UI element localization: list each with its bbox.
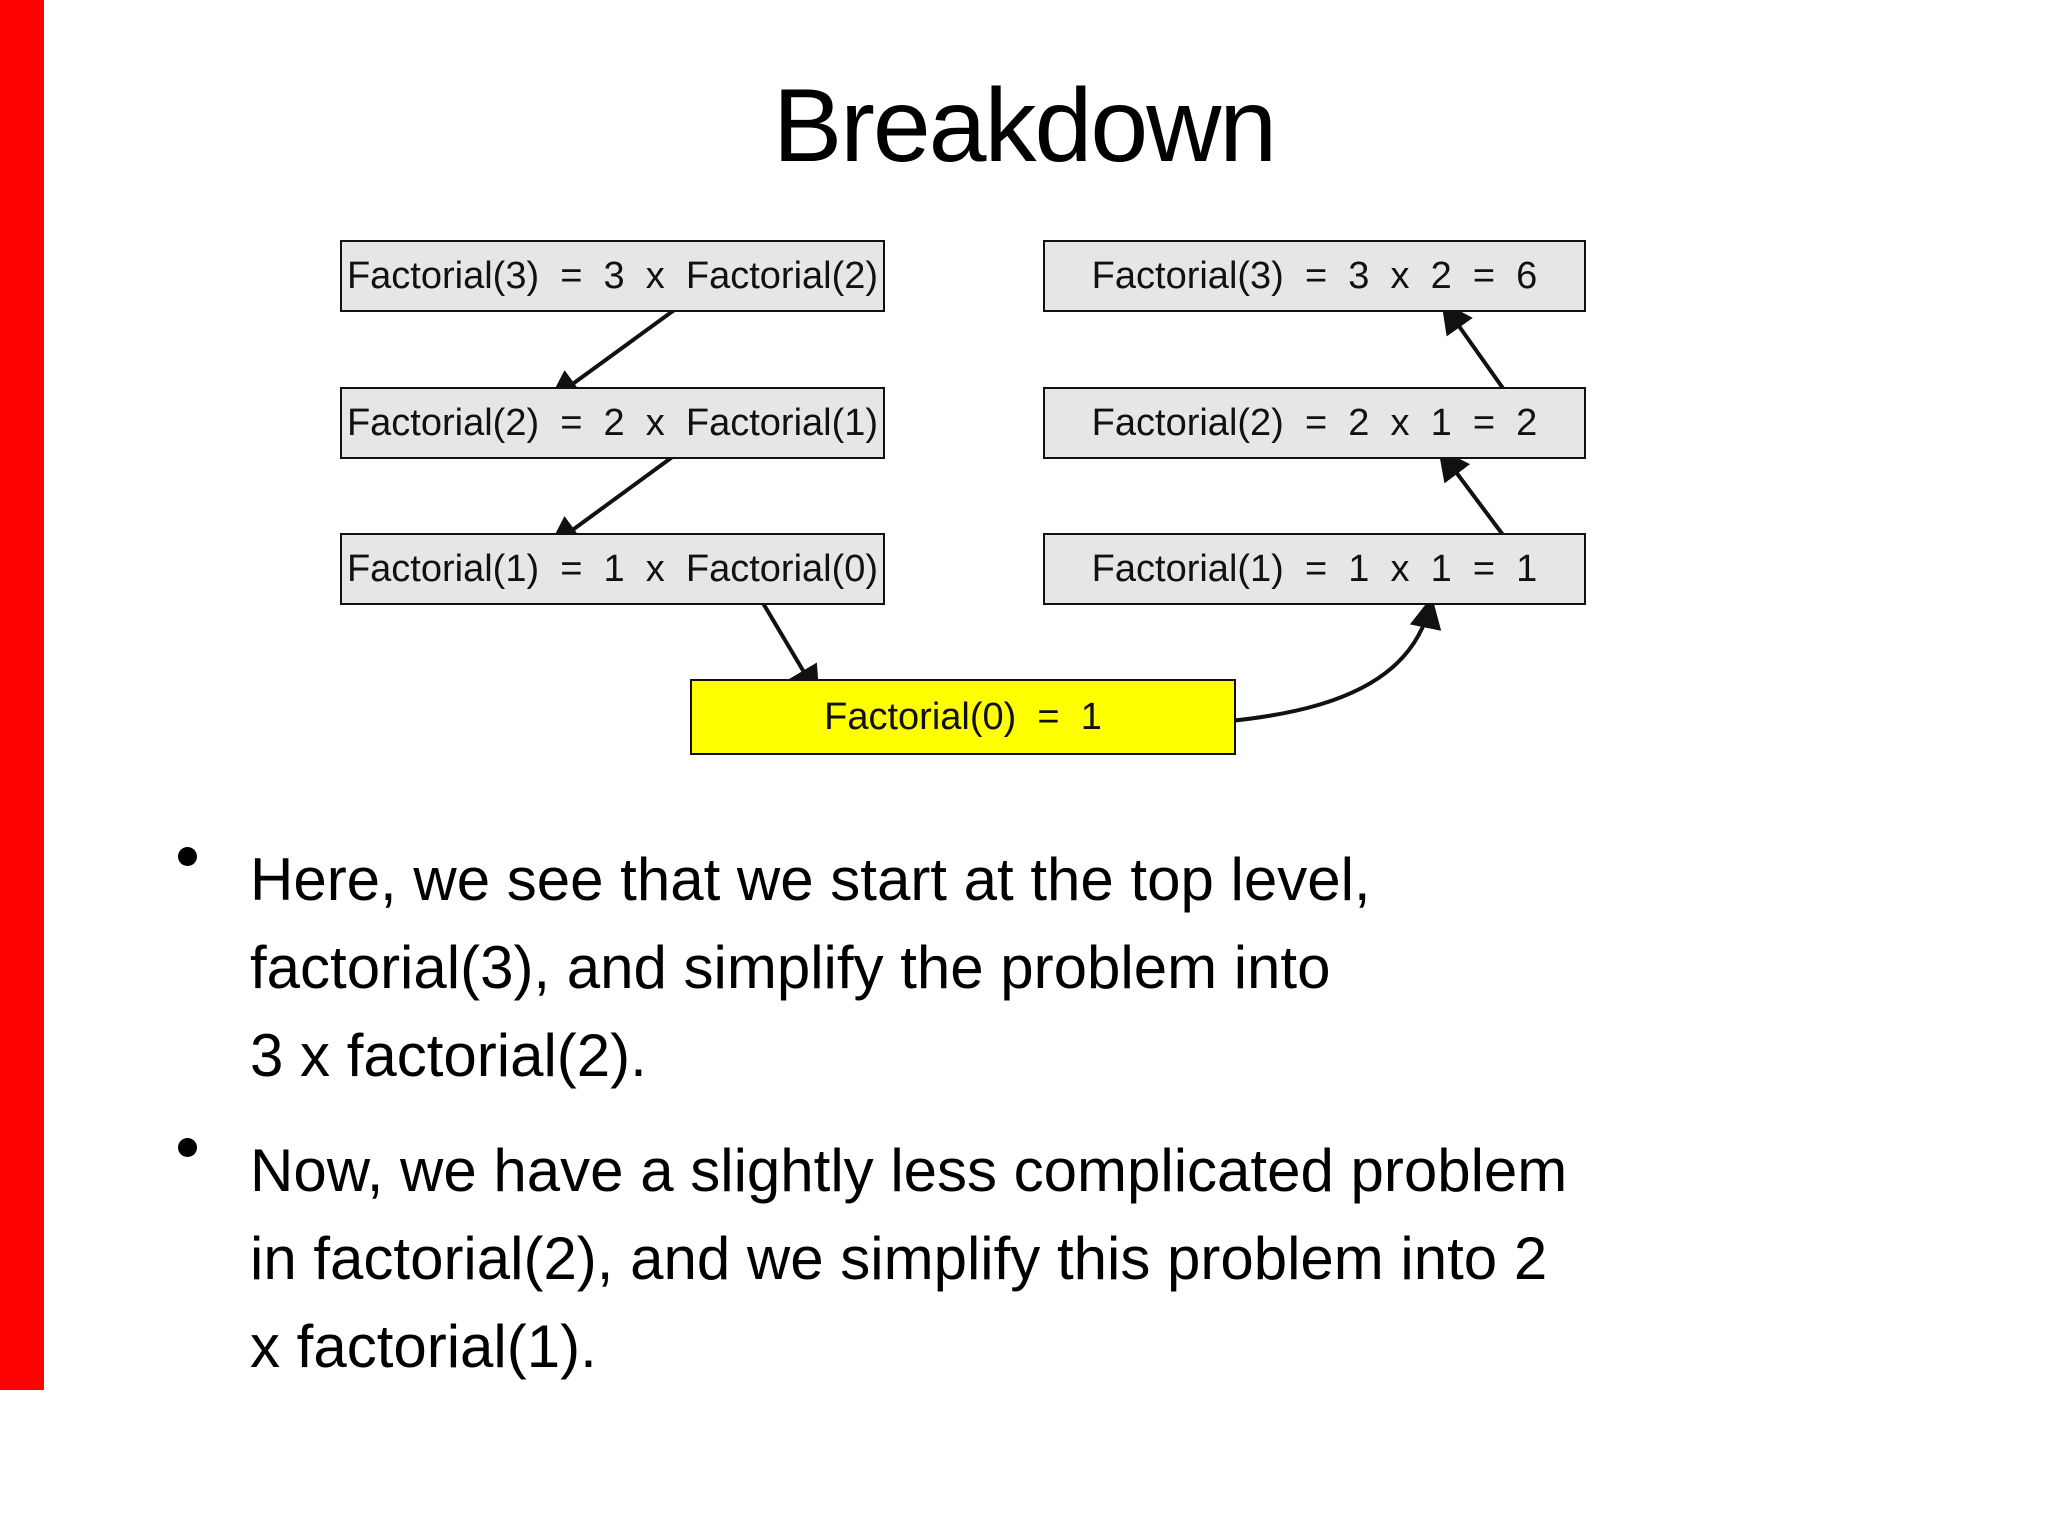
slide-title: Breakdown <box>772 68 1277 184</box>
bullet-item-2: Now, we have a slightly less complicated… <box>250 1127 1567 1391</box>
box-factorial3-result: Factorial(3) = 3 x 2 = 6 <box>1043 240 1586 312</box>
arrow-factorial3-to-factorial2 <box>548 298 690 402</box>
bullet-1-line-3: 3 x factorial(2). <box>250 1022 647 1089</box>
bullet-item-1: Here, we see that we start at the top le… <box>250 836 1371 1100</box>
bullet-2-line-1: Now, we have a slightly less complicated… <box>250 1137 1568 1204</box>
box-factorial3-expansion: Factorial(3) = 3 x Factorial(2) <box>340 240 885 312</box>
box-factorial1-expansion: Factorial(1) = 1 x Factorial(0) <box>340 533 885 605</box>
box-factorial1-result: Factorial(1) = 1 x 1 = 1 <box>1043 533 1586 605</box>
box-factorial2-expansion: Factorial(2) = 2 x Factorial(1) <box>340 387 885 459</box>
bullet-2-line-3: x factorial(1). <box>250 1313 597 1380</box>
arrow-factorial2-to-factorial1 <box>548 445 688 548</box>
bullet-marker <box>178 1138 197 1157</box>
box-factorial0-base-case: Factorial(0) = 1 <box>690 679 1236 755</box>
left-accent-bar <box>0 0 44 1390</box>
bullet-1-line-2: factorial(3), and simplify the problem i… <box>250 934 1331 1001</box>
bullet-1-line-1: Here, we see that we start at the top le… <box>250 846 1371 913</box>
bullet-2-line-2: in factorial(2), and we simplify this pr… <box>250 1225 1548 1292</box>
box-factorial2-result: Factorial(2) = 2 x 1 = 2 <box>1043 387 1586 459</box>
bullet-marker <box>178 847 197 866</box>
